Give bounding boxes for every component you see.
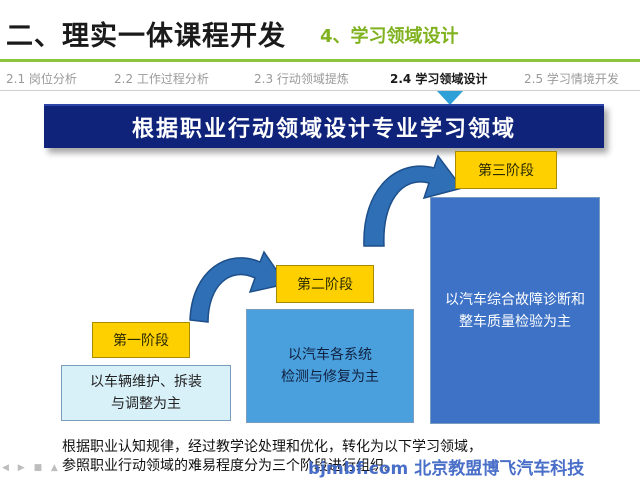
active-tab-marker-icon xyxy=(437,91,463,105)
slide-nav-controls[interactable]: ◀ ▶ ■ ▲ xyxy=(2,463,61,473)
section-subtitle: 4、学习领域设计 xyxy=(320,26,459,47)
slide-banner: 根据职业行动领域设计专业学习领域 xyxy=(44,104,604,148)
stage-1-label: 第一阶段 xyxy=(92,322,190,358)
caption-line-1: 根据职业认知规律，经过教学论处理和优化，转化为以下学习领域， xyxy=(62,439,482,455)
stage-2-line1: 以汽车各系统 xyxy=(288,347,372,363)
stage-3-line2: 整车质量检验为主 xyxy=(459,313,571,330)
caption-line-2: 参照职业行动领域的难易程度分为三个阶段进行组织。 xyxy=(62,458,398,474)
header-divider xyxy=(0,59,640,62)
stage-2-line2: 检测与修复为主 xyxy=(281,369,379,385)
stage-1-line1: 以车辆维护、拆装 xyxy=(90,374,202,390)
tab-action-field-extraction[interactable]: 2.3 行动领域提炼 xyxy=(254,72,349,86)
section-tabs: 2.1 岗位分析 2.2 工作过程分析 2.3 行动领域提炼 2.4 学习领域设… xyxy=(0,66,640,88)
tab-job-analysis[interactable]: 2.1 岗位分析 xyxy=(6,72,77,86)
tab-work-process-analysis[interactable]: 2.2 工作过程分析 xyxy=(114,72,209,86)
tabs-divider xyxy=(0,90,640,91)
stage-3-line1: 以汽车综合故障诊断和 xyxy=(445,291,585,308)
slide-title: 二、理实一体课程开发 xyxy=(6,21,286,52)
tab-learning-situation-development[interactable]: 2.5 学习情境开发 xyxy=(524,72,619,86)
slide-caption: 根据职业认知规律，经过教学论处理和优化，转化为以下学习领域， 参照职业行动领域的… xyxy=(62,438,632,476)
curved-arrow-icon xyxy=(189,250,288,323)
stage-1-line2: 与调整为主 xyxy=(111,396,181,412)
slide-header: 二、理实一体课程开发 4、学习领域设计 xyxy=(0,0,640,64)
stage-3-label: 第三阶段 xyxy=(455,151,557,189)
stage-1-block: 以车辆维护、拆装 与调整为主 xyxy=(61,365,231,421)
watermark-text: bjmbf.com 北京教盟博飞汽车科技 xyxy=(308,459,585,479)
stage-2-block: 以汽车各系统 检测与修复为主 xyxy=(246,309,414,423)
banner-title: 根据职业行动领域设计专业学习领域 xyxy=(131,117,516,142)
stage-2-label: 第二阶段 xyxy=(276,265,374,303)
tab-learning-field-design[interactable]: 2.4 学习领域设计 xyxy=(390,72,488,86)
stage-3-block: 以汽车综合故障诊断和 整车质量检验为主 xyxy=(430,197,600,424)
